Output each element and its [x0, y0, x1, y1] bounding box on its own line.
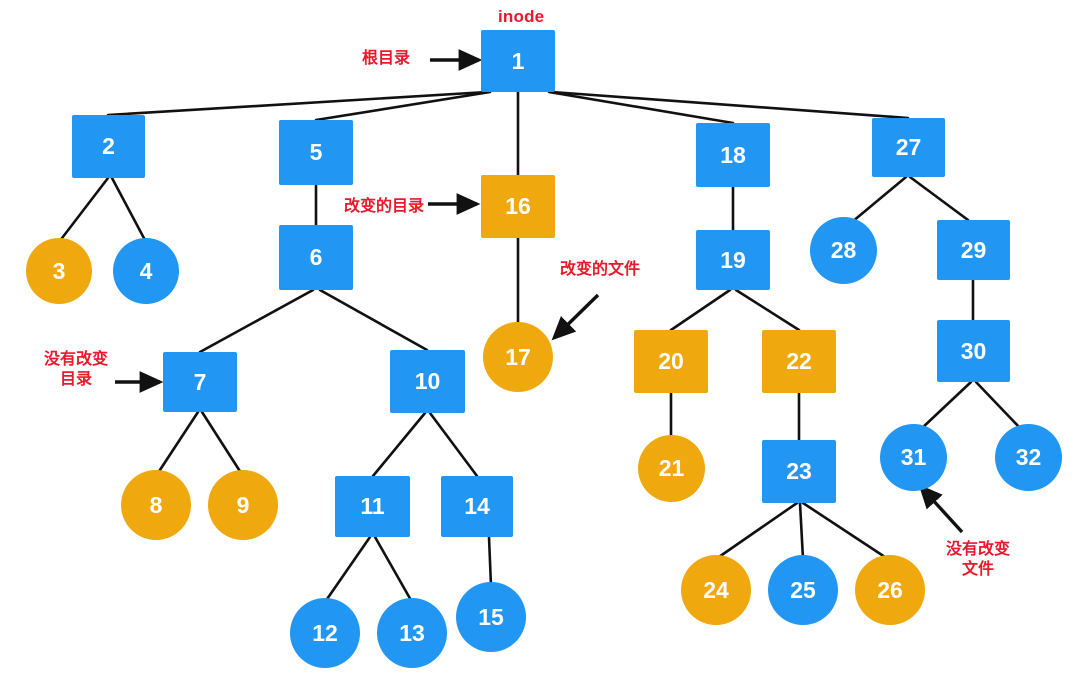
inode-node-label: 17: [505, 343, 531, 370]
inode-node-15[interactable]: 15: [456, 582, 526, 652]
tree-edge-2-4: [110, 176, 148, 244]
tree-edge-30-32: [974, 380, 1023, 431]
inode-node-label: 11: [360, 493, 385, 519]
inode-node-21[interactable]: 21: [638, 435, 705, 502]
tree-edge-6-7: [198, 288, 315, 354]
inode-node-3[interactable]: 3: [26, 238, 92, 304]
annotation-unchanged-file: 没有改变 文件: [946, 541, 1011, 578]
inode-node-label: 21: [658, 455, 685, 481]
tree-edge-7-8: [154, 410, 200, 478]
inode-node-label: 6: [309, 244, 323, 270]
annotation-unchanged-dir: 没有改变 目录: [44, 351, 109, 388]
inode-node-27[interactable]: 27: [872, 118, 945, 177]
inode-node-13[interactable]: 13: [377, 598, 447, 668]
inode-node-label: 13: [399, 619, 425, 646]
arrow-unchanged-file: [918, 484, 964, 534]
inode-node-16[interactable]: 16: [481, 175, 555, 238]
tree-edge-6-10: [318, 288, 429, 352]
inode-node-32[interactable]: 32: [995, 424, 1062, 491]
inode-node-label: 24: [703, 576, 729, 603]
inode-node-label: 28: [830, 237, 857, 263]
inode-node-label: 20: [658, 348, 684, 374]
inode-node-label: 31: [900, 444, 927, 470]
inode-node-label: 18: [720, 141, 746, 168]
tree-edge-23-26: [801, 501, 890, 561]
tree-edge-30-31: [919, 380, 973, 431]
inode-node-30[interactable]: 30: [937, 320, 1010, 382]
tree-edge-1-2: [106, 90, 489, 117]
tree-edge-11-12: [323, 535, 372, 604]
inode-node-label: 14: [464, 493, 490, 519]
inode-node-label: 4: [139, 257, 153, 284]
inode-node-24[interactable]: 24: [681, 555, 751, 625]
inode-node-17[interactable]: 17: [483, 322, 553, 392]
inode-node-label: 29: [960, 236, 987, 263]
tree-edge-10-14: [428, 411, 479, 478]
inode-node-label: 23: [786, 458, 812, 484]
inode-node-9[interactable]: 9: [208, 470, 278, 540]
inode-node-label: 8: [149, 491, 163, 518]
inode-node-label: 3: [52, 257, 66, 284]
inode-node-label: 9: [236, 491, 250, 518]
inode-node-label: 10: [414, 368, 441, 394]
tree-edge-7-9: [200, 410, 245, 478]
inode-node-label: 22: [786, 348, 812, 374]
inode-node-1[interactable]: 1: [481, 30, 555, 92]
annotation-inode-title: inode: [498, 7, 545, 26]
annotation-changed-file: 改变的文件: [560, 261, 641, 278]
inode-node-14[interactable]: 14: [441, 476, 513, 537]
inode-node-18[interactable]: 18: [696, 123, 770, 187]
inode-node-29[interactable]: 29: [937, 220, 1010, 280]
inode-node-19[interactable]: 19: [696, 230, 770, 290]
arrow-changed-file: [551, 293, 600, 341]
inode-node-4[interactable]: 4: [113, 238, 179, 304]
tree-edge-1-27: [550, 90, 910, 120]
annotation-changed-dir: 改变的目录: [344, 198, 425, 215]
inode-node-8[interactable]: 8: [121, 470, 191, 540]
tree-edge-19-22: [734, 288, 801, 332]
tree-edge-2-3: [57, 176, 110, 244]
tree-edge-23-25: [798, 501, 805, 561]
inode-node-23[interactable]: 23: [762, 440, 836, 503]
tree-edge-27-29: [908, 175, 970, 222]
tree-edge-1-18: [547, 90, 735, 125]
inode-node-25[interactable]: 25: [768, 555, 838, 625]
annotation-root-dir: 根目录: [362, 50, 411, 67]
inode-node-7[interactable]: 7: [163, 352, 237, 412]
inode-node-10[interactable]: 10: [390, 350, 465, 413]
inode-node-label: 7: [193, 368, 207, 395]
inode-node-31[interactable]: 31: [880, 424, 947, 491]
tree-edge-19-20: [669, 288, 732, 332]
inode-node-6[interactable]: 6: [279, 225, 353, 290]
inode-node-label: 5: [309, 139, 323, 165]
inode-node-11[interactable]: 11: [335, 476, 410, 537]
tree-edge-1-5: [314, 90, 492, 122]
inode-node-label: 1: [511, 47, 525, 74]
inode-node-26[interactable]: 26: [855, 555, 925, 625]
inode-node-label: 27: [895, 134, 922, 160]
inode-node-label: 15: [478, 603, 504, 630]
inode-node-label: 16: [505, 193, 531, 219]
inode-node-label: 30: [960, 337, 987, 364]
inode-node-label: 26: [877, 576, 903, 603]
inode-node-20[interactable]: 20: [634, 330, 708, 393]
inode-node-label: 25: [790, 576, 816, 603]
inode-node-label: 12: [312, 619, 338, 646]
tree-edge-27-28: [850, 175, 908, 224]
inode-node-28[interactable]: 28: [810, 217, 877, 284]
inode-node-label: 2: [102, 133, 115, 159]
inode-node-12[interactable]: 12: [290, 598, 360, 668]
inode-node-22[interactable]: 22: [762, 330, 836, 393]
inode-node-label: 19: [720, 246, 746, 273]
tree-edge-11-13: [373, 535, 414, 604]
inode-node-label: 32: [1015, 444, 1042, 470]
inode-node-2[interactable]: 2: [72, 115, 145, 178]
tree-edge-23-24: [714, 501, 799, 561]
tree-edge-14-15: [487, 535, 493, 588]
tree-edge-10-11: [371, 411, 427, 478]
inode-node-5[interactable]: 5: [279, 120, 353, 185]
